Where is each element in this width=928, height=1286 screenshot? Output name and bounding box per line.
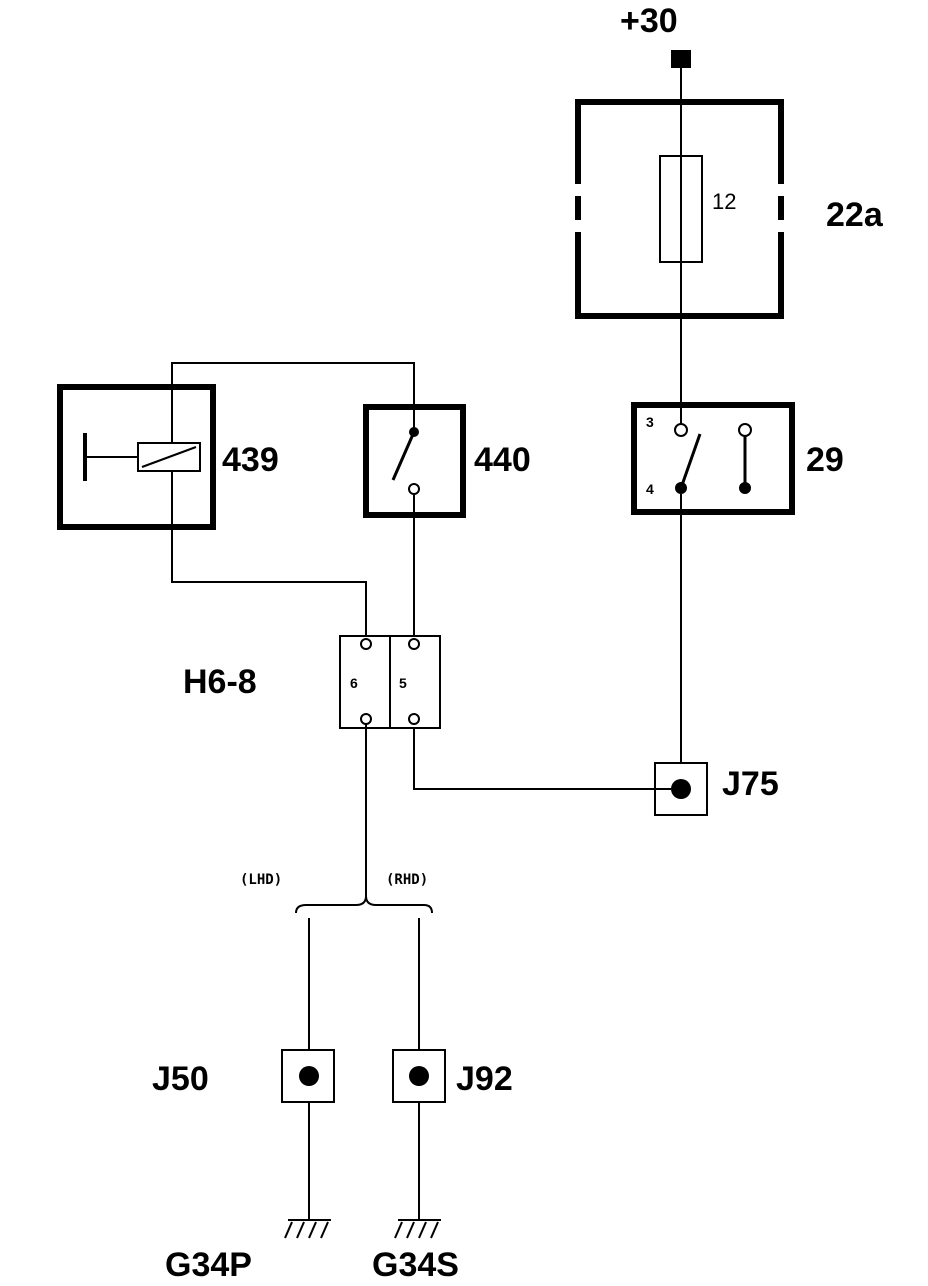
variant-rhd-label: (RHD): [386, 872, 428, 888]
fuse-box-22a: [575, 99, 784, 319]
switch-29-label: 29: [806, 441, 844, 479]
fuse-number-label: 12: [712, 189, 736, 214]
switch-29-pin-3: 3: [646, 414, 654, 430]
connector-pin-5: 5: [399, 675, 407, 691]
switch-29-terminal-3: [674, 423, 688, 437]
switch-29: [631, 402, 795, 515]
wire-439-to-h6-8: [171, 471, 367, 639]
switch-29-pin-4: 4: [646, 481, 654, 497]
fuse-box-label: 22a: [826, 196, 884, 234]
variant-brace: [295, 895, 433, 914]
switch-440-label: 440: [474, 441, 531, 479]
junction-j75-dot: [671, 779, 691, 799]
ground-g34p-label: G34P: [165, 1246, 252, 1284]
ground-g34s-icon: [394, 1219, 441, 1239]
ground-g34s-label: G34S: [372, 1246, 459, 1284]
relay-439-label: 439: [222, 441, 279, 479]
wire-439-to-440: [171, 362, 415, 443]
wire-j75-to-h6-8: [413, 724, 671, 790]
supply-terminal: [671, 50, 691, 68]
junction-j50-label: J50: [152, 1060, 209, 1098]
junction-j92-label: J92: [456, 1060, 513, 1098]
relay-439: [57, 384, 216, 530]
connector-pin-6: 6: [350, 675, 358, 691]
connector-h6-8-label: H6-8: [183, 663, 257, 701]
supply-label: +30: [620, 2, 678, 40]
variant-lhd-label: (LHD): [240, 872, 282, 888]
junction-j75-label: J75: [722, 765, 779, 803]
junction-j92-dot: [409, 1066, 429, 1086]
switch-29-terminal-4: [675, 482, 687, 494]
junction-j50-dot: [299, 1066, 319, 1086]
connector-h6-8: [339, 635, 441, 729]
ground-g34p-icon: [284, 1219, 331, 1239]
